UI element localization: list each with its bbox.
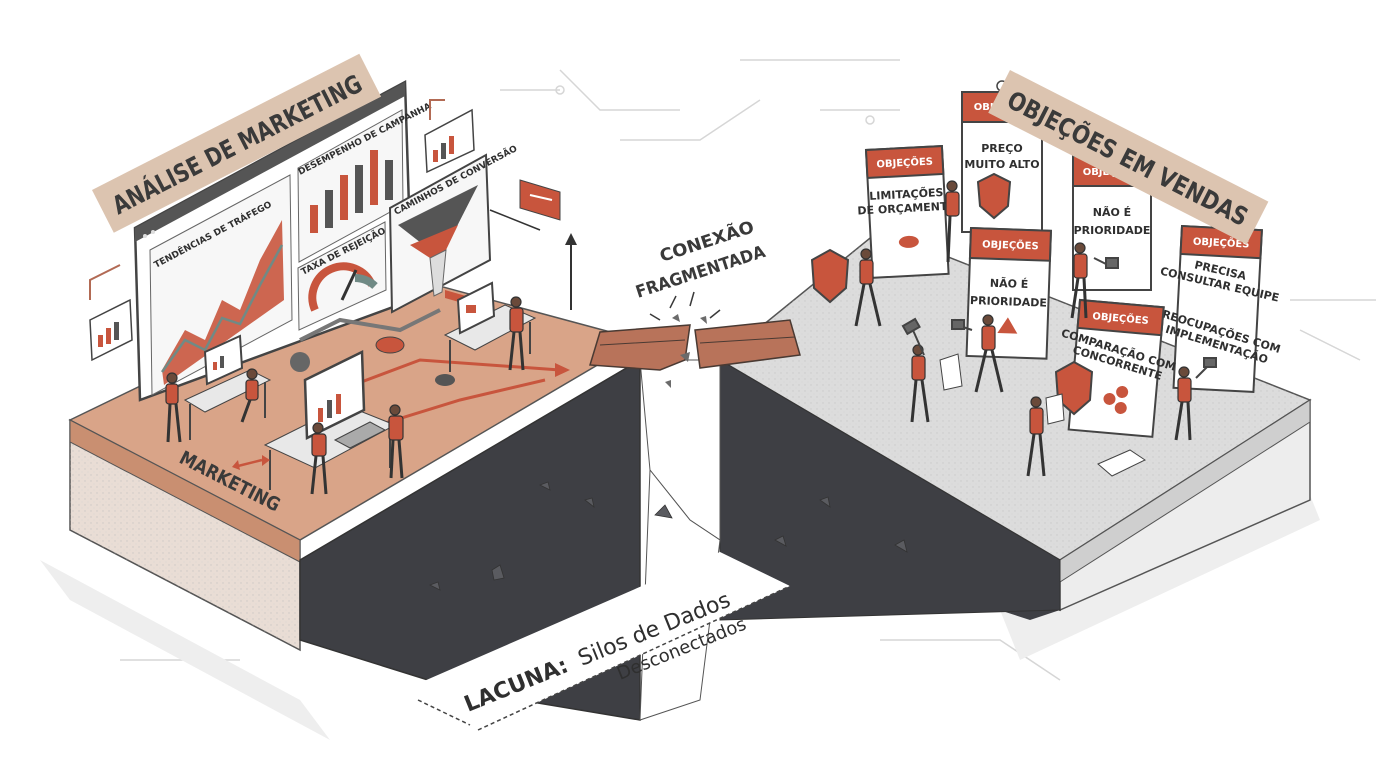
- traffic-trends-panel: TENDÊNCIAS DE TRÁFEGO: [149, 174, 293, 396]
- floating-mini-charts: [89, 99, 577, 362]
- objection-sign-line: MUITO ALTO: [964, 158, 1039, 171]
- conversion-paths-panel: CAMINHOS DE CONVERSÃO: [388, 143, 519, 314]
- sales-workers: [810, 172, 1217, 477]
- objection-sign-line: PREÇO: [981, 142, 1022, 155]
- objection-sign-line: PRIORIDADE: [1074, 224, 1151, 237]
- objection-sign-head: OBJEÇÕES: [982, 237, 1039, 252]
- marketing-workers: [165, 281, 570, 495]
- fragmented-connection-label: CONEXÃO FRAGMENTADA: [633, 215, 768, 303]
- objection-sign-head: OBJEÇÕES: [876, 155, 933, 171]
- dashboard-monitor: TENDÊNCIAS DE TRÁFEGO DESEMPENHO DE CAMP…: [133, 79, 519, 402]
- objection-sign-line: NÃO É: [1093, 206, 1131, 219]
- objection-sign: OBJEÇÕES PRECISA CONSULTAR EQUIPE PREOCU…: [1153, 224, 1282, 394]
- objection-sign-line: PRIORIDADE: [970, 294, 1047, 310]
- objection-sign: OBJEÇÕES LIMITAÇÕES DE ORÇAMENTO: [857, 144, 957, 279]
- gap-label: LACUNA: Silos de Dados Desconectados: [408, 552, 791, 731]
- sales-platform: [718, 229, 1320, 660]
- objection-sign-line: NÃO É: [990, 277, 1029, 291]
- broken-bridge: [589, 291, 801, 388]
- objection-sign-line: LIMITAÇÕES: [869, 186, 944, 203]
- objection-sign: OBJEÇÕES NÃO É PRIORIDADE: [965, 226, 1052, 360]
- objection-sign-line: DE ORÇAMENTO: [857, 199, 957, 217]
- background-circuit-lines: [120, 59, 1376, 681]
